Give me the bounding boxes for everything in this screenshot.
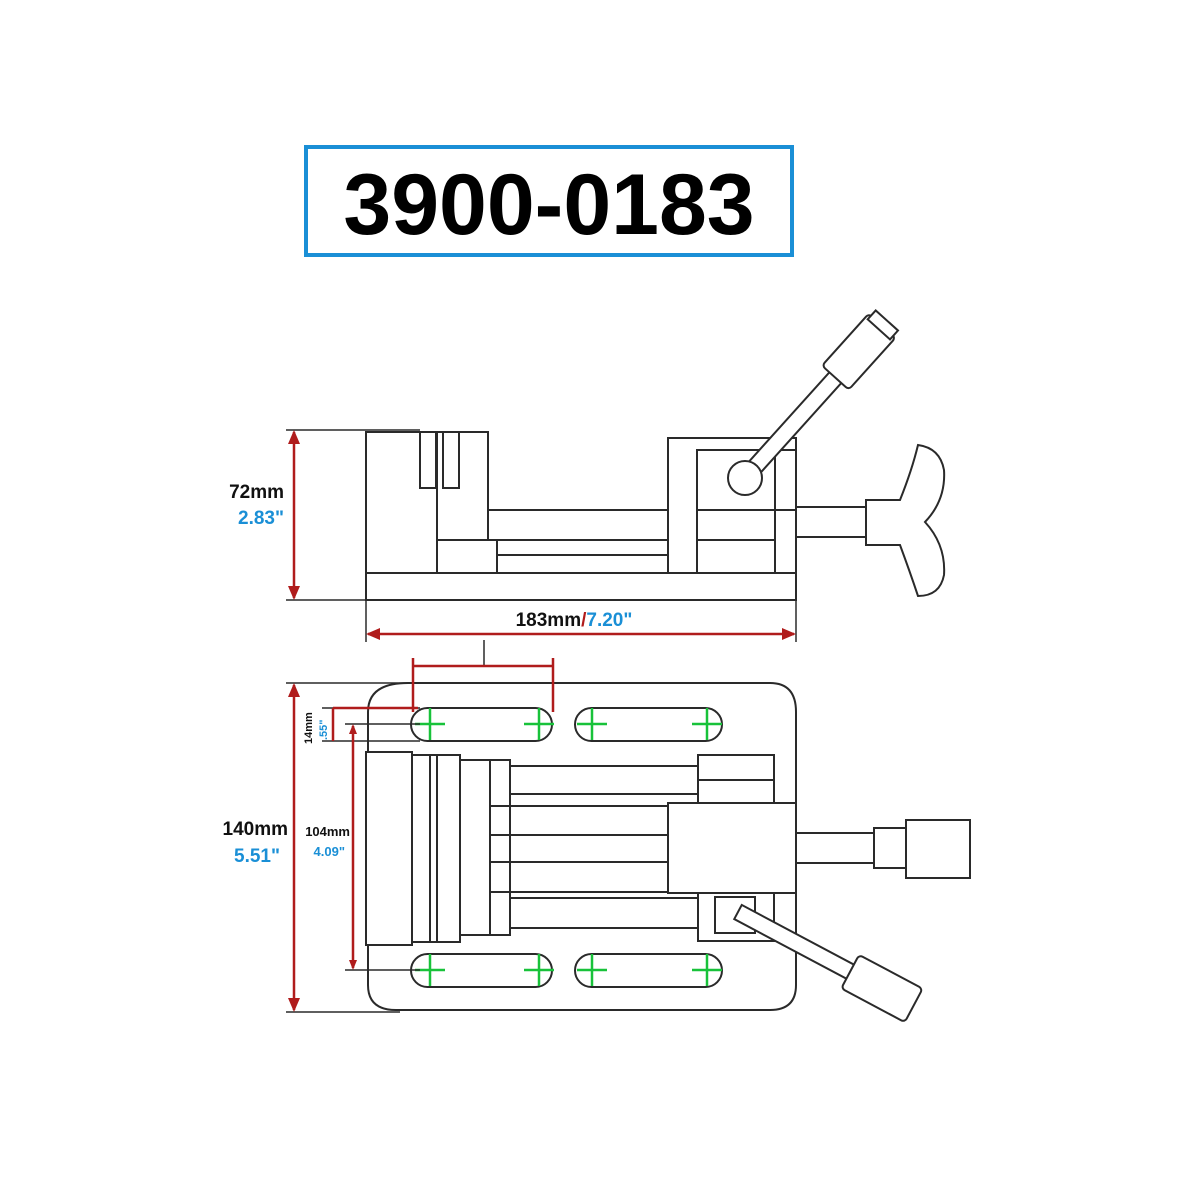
- top-handle-collar: [873, 827, 907, 869]
- length-inch-label: 7.20": [586, 610, 632, 631]
- side-jaw-foot: [436, 539, 498, 574]
- width-inch-label: 5.51": [234, 846, 280, 867]
- side-view: 72mm 2.83" 183mm/7.20": [229, 309, 946, 642]
- part-number-title: 3900-0183: [343, 157, 755, 253]
- slot-center-marks: [415, 708, 722, 986]
- top-fixed-jaw: [365, 751, 413, 946]
- slot-width-mm-label: 14mm: [303, 712, 315, 744]
- top-screw-shaft: [795, 832, 875, 864]
- top-view: 140mm 5.51" 14mm .55" 104mm 4.09": [223, 640, 971, 1022]
- length-separator: /: [581, 610, 587, 631]
- top-jaw-back: [459, 759, 511, 936]
- side-lever-handle: [737, 309, 900, 485]
- top-guide-rail-upper: [509, 765, 699, 795]
- side-base: [365, 572, 797, 601]
- width-mm-label: 140mm: [223, 819, 289, 840]
- top-movable-jaw-body: [667, 802, 797, 894]
- side-lever-pivot: [727, 460, 763, 496]
- top-handle-grip: [905, 819, 971, 879]
- side-t-handle: [865, 443, 946, 598]
- slot-spacing-mm-label: 104mm: [305, 824, 350, 839]
- length-mm-label: 183mm: [516, 610, 582, 631]
- slot-spacing-inch-label: 4.09": [314, 844, 345, 859]
- top-lever-handle: [732, 903, 923, 1022]
- length-label: 183mm/7.20": [516, 610, 633, 631]
- slot-width-inch-label: .55": [318, 719, 330, 740]
- side-screw-shaft: [795, 506, 867, 538]
- top-guide-rail-lower: [509, 897, 699, 929]
- height-inch-label: 2.83": [238, 508, 284, 529]
- height-mm-label: 72mm: [229, 482, 284, 503]
- side-jaw-slot-right: [442, 431, 460, 489]
- part-number-box: 3900-0183: [304, 145, 794, 257]
- side-jaw-slot-left: [419, 431, 437, 489]
